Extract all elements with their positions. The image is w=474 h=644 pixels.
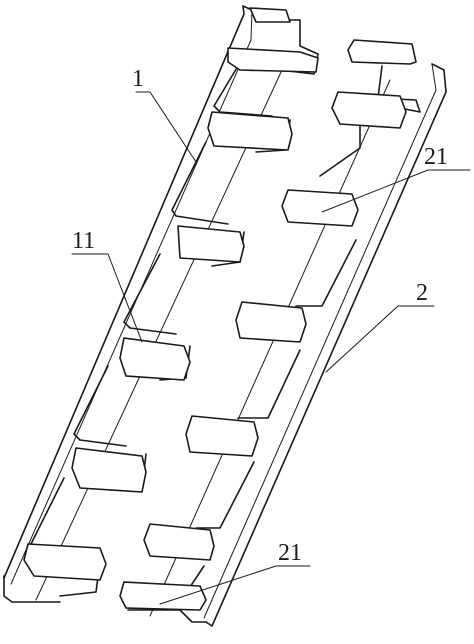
leader-1 xyxy=(135,91,197,163)
leader-21-upper xyxy=(321,169,471,213)
right-opening-column xyxy=(119,39,421,617)
label-part-1: 1 xyxy=(132,66,144,92)
leader-lines xyxy=(71,91,471,605)
label-part-11: 11 xyxy=(72,228,95,254)
label-part-21-upper: 21 xyxy=(424,144,448,170)
leader-2 xyxy=(325,305,435,373)
right-channel-rail xyxy=(127,63,447,627)
leader-21-lower xyxy=(159,565,311,605)
left-opening-column xyxy=(23,7,319,601)
left-channel-rail xyxy=(3,5,253,603)
label-part-2: 2 xyxy=(416,280,428,306)
leader-11 xyxy=(71,253,143,343)
label-part-21-lower: 21 xyxy=(278,540,302,566)
